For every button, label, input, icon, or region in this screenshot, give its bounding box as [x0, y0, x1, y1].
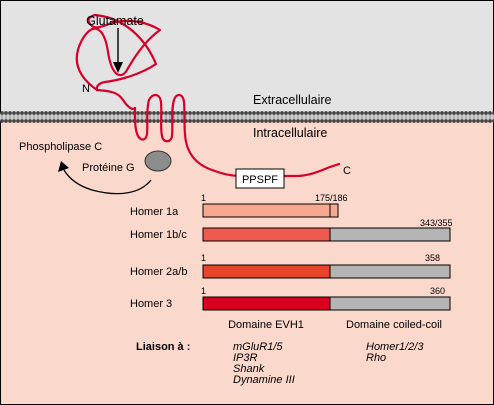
homer1a-evh1-segment	[202, 203, 331, 218]
plc-activation-arrow	[58, 161, 152, 195]
homer1a-start: 1	[201, 193, 206, 203]
homer3-end: 360	[430, 286, 445, 296]
evh1-partner: IP3R	[233, 352, 258, 364]
evh1-partner: Dynamine III	[233, 374, 295, 386]
homer1a-tail-segment	[329, 203, 339, 218]
evh1-domain-label: Domaine EVH1	[228, 319, 304, 331]
coiled-coil-partner: Rho	[366, 352, 386, 364]
homer3-evh1-segment	[202, 296, 331, 311]
evh1-partner: mGluR1/5	[233, 341, 283, 353]
homer1a-name: Homer 1a	[130, 206, 179, 218]
homer1a-end: 175/186	[315, 193, 348, 203]
g-protein-shape	[144, 150, 172, 172]
coiled-coil-domain-label: Domaine coiled-coil	[346, 319, 442, 331]
homer1bc-end: 343/355	[420, 218, 453, 228]
n-terminus-label: N	[82, 83, 90, 95]
coiled-coil-partner: Homer1/2/3	[366, 341, 424, 353]
cell-membrane	[0, 111, 494, 123]
c-terminus-label: C	[343, 165, 351, 177]
homer2ab-end: 358	[425, 253, 440, 263]
homer3-coiled-coil-segment	[329, 296, 451, 311]
intracellular-region	[0, 121, 494, 405]
homer-constructs	[202, 203, 451, 311]
extracellular-label: Extracellulaire	[253, 93, 332, 107]
extracellular-region	[0, 0, 494, 113]
ppspf-box	[235, 168, 285, 189]
evh1-partner: Shank	[233, 363, 265, 375]
g-protein-label: Protéine G	[82, 162, 135, 174]
homer1bc-name: Homer 1b/c	[130, 229, 187, 241]
homer2ab-name: Homer 2a/b	[130, 266, 187, 278]
homer2ab-coiled-coil-segment	[329, 264, 451, 279]
phospholipase-c-label: Phospholipase C	[19, 141, 102, 153]
homer2ab-evh1-segment	[202, 264, 331, 279]
homer3-start: 1	[201, 286, 206, 296]
homer1bc-coiled-coil-segment	[329, 227, 451, 242]
glutamate-label: Glutamate	[86, 14, 144, 28]
glutamate-arrow	[113, 28, 123, 73]
homer1bc-evh1-segment	[202, 227, 331, 242]
homer3-name: Homer 3	[130, 298, 172, 310]
receptor-chain	[75, 13, 341, 178]
ppspf-label: PPSPF	[242, 174, 278, 186]
binding-title: Liaison à :	[136, 341, 190, 353]
homer2ab-start: 1	[201, 253, 206, 263]
intracellular-label: Intracellulaire	[253, 126, 327, 140]
